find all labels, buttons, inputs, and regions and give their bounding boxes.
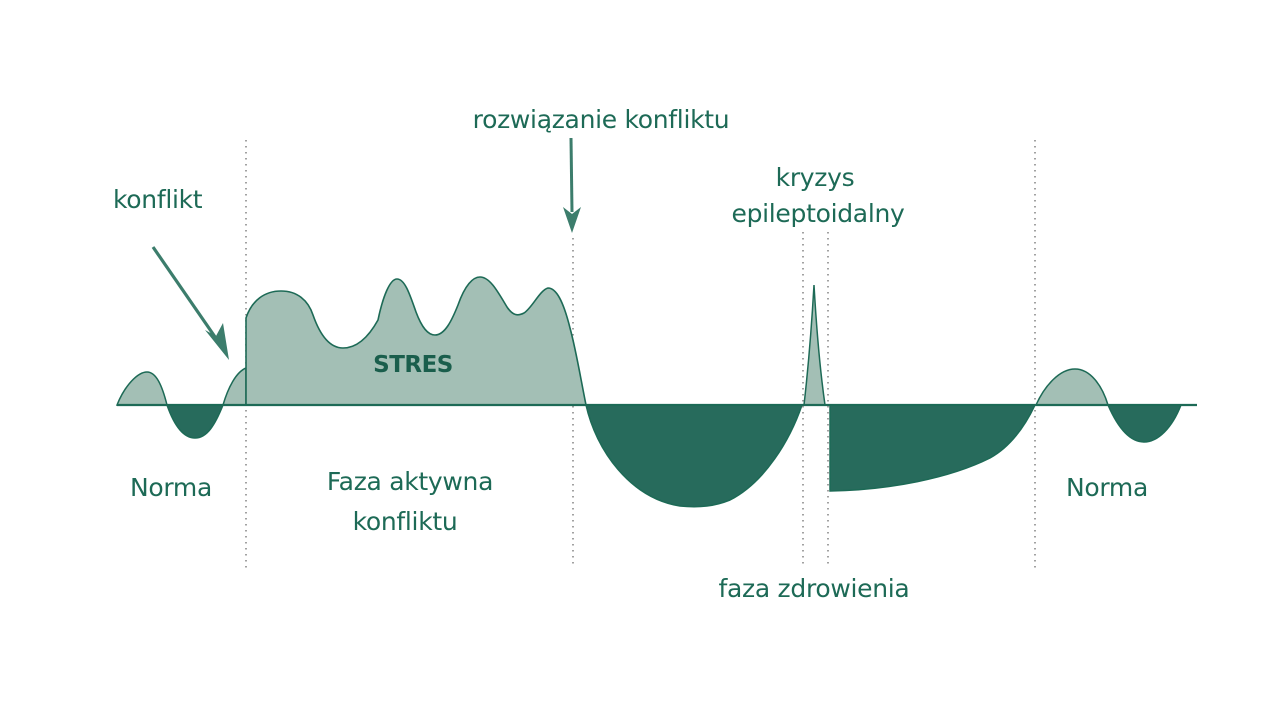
phase-label-active-line2: konfliktu — [352, 507, 458, 536]
phase-dividers — [245, 140, 1036, 568]
conflict-onset-wave — [221, 366, 247, 406]
phase-label-healing: faza zdrowienia — [718, 574, 910, 603]
phase-label-norm-left: Norma — [129, 473, 213, 502]
stress-label: STRES — [373, 352, 453, 378]
healing-trough-first — [585, 404, 804, 508]
crisis-label-line2: epileptoidalny — [731, 199, 905, 228]
conflict-arrow-icon — [151, 246, 229, 360]
healing-trough-second — [829, 404, 1037, 492]
phase-label-norm-right: Norma — [1065, 473, 1149, 502]
norm-left-positive-wave — [115, 371, 168, 406]
stress-area — [245, 276, 587, 406]
norm-right-positive-wave — [1034, 368, 1110, 406]
resolution-arrow-icon — [563, 137, 581, 233]
norm-right-negative-wave — [1106, 404, 1183, 443]
epileptoid-crisis-spike — [803, 284, 826, 406]
norm-left-negative-wave — [165, 404, 225, 439]
resolution-label: rozwiązanie konfliktu — [472, 105, 730, 134]
crisis-label-line1: kryzys — [775, 163, 855, 192]
conflict-label: konflikt — [113, 185, 203, 214]
phase-label-active-line1: Faza aktywna — [326, 467, 494, 496]
